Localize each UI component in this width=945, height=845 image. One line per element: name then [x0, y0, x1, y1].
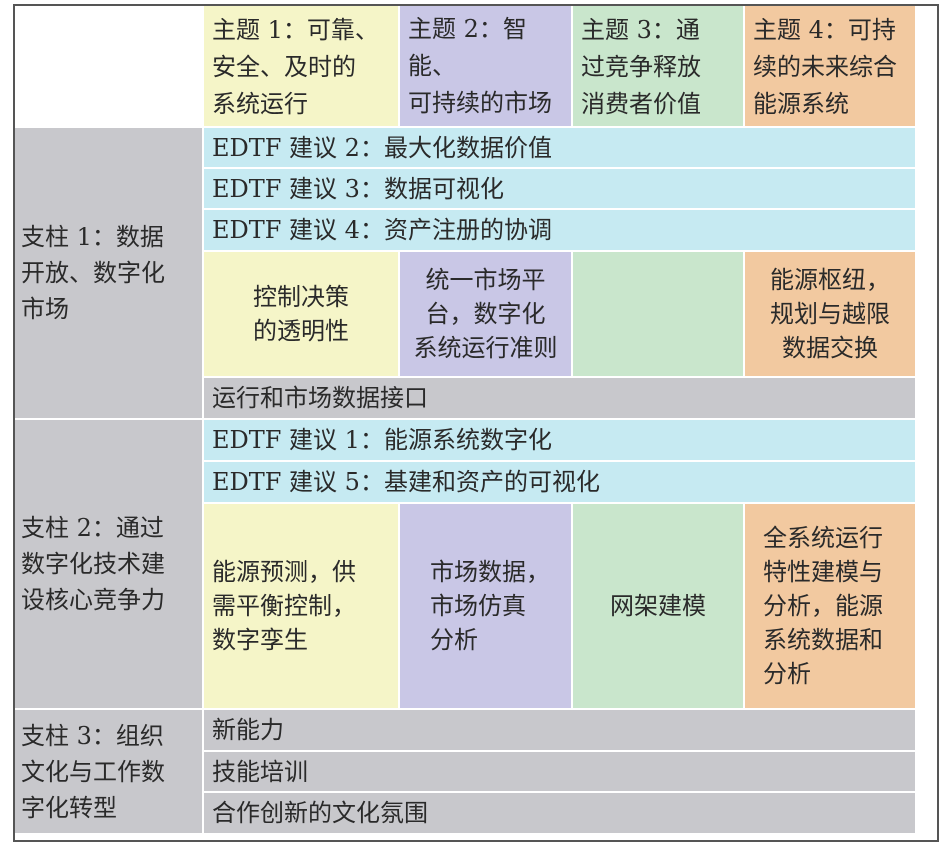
edtf-recommendation-5: EDTF 建议 5：基建和资产的可视化 [204, 462, 915, 502]
pillar-2-theme-4-cell: 全系统运行 特性建模与 分析，能源 系统数据和 分析 [745, 504, 915, 708]
operation-market-data-interface: 运行和市场数据接口 [204, 378, 915, 418]
pillar-1-theme-1-cell: 控制决策 的透明性 [204, 252, 398, 376]
pillar-1-theme-4-cell: 能源枢纽， 规划与越限 数据交换 [745, 252, 915, 376]
theme-1-header: 主题 1：可靠、 安全、及时的 系统运行 [204, 6, 398, 126]
edtf-recommendation-4: EDTF 建议 4：资产注册的协调 [204, 210, 915, 250]
theme-2-header: 主题 2：智能、 可持续的市场 [400, 6, 571, 126]
digitalization-framework-table: 主题 1：可靠、 安全、及时的 系统运行 主题 2：智能、 可持续的市场 主题 … [13, 4, 939, 842]
edtf-recommendation-2: EDTF 建议 2：最大化数据价值 [204, 128, 915, 167]
pillar-1-label: 支柱 1：数据 开放、数字化 市场 [15, 128, 202, 418]
pillar-1-theme-3-cell [573, 252, 743, 376]
pillar-2-theme-1-cell: 能源预测，供 需平衡控制， 数字孪生 [204, 504, 398, 708]
pillar-2-label: 支柱 2：通过 数字化技术建 设核心竞争力 [15, 420, 202, 708]
pillar-3-item-new-capability: 新能力 [204, 710, 915, 750]
theme-3-header: 主题 3：通 过竞争释放 消费者价值 [573, 6, 743, 126]
pillar-3-item-innovation-culture: 合作创新的文化氛围 [204, 793, 915, 833]
edtf-recommendation-1: EDTF 建议 1：能源系统数字化 [204, 420, 915, 460]
pillar-2-theme-2-cell: 市场数据， 市场仿真 分析 [400, 504, 571, 708]
pillar-3-label: 支柱 3：组织 文化与工作数 字化转型 [15, 710, 202, 833]
header-corner [15, 6, 202, 126]
pillar-3-item-skill-training: 技能培训 [204, 752, 915, 791]
pillar-1-theme-2-cell: 统一市场平 台，数字化 系统运行准则 [400, 252, 571, 376]
edtf-recommendation-3: EDTF 建议 3：数据可视化 [204, 169, 915, 208]
pillar-2-theme-3-cell: 网架建模 [573, 504, 743, 708]
theme-4-header: 主题 4：可持 续的未来综合 能源系统 [745, 6, 915, 126]
